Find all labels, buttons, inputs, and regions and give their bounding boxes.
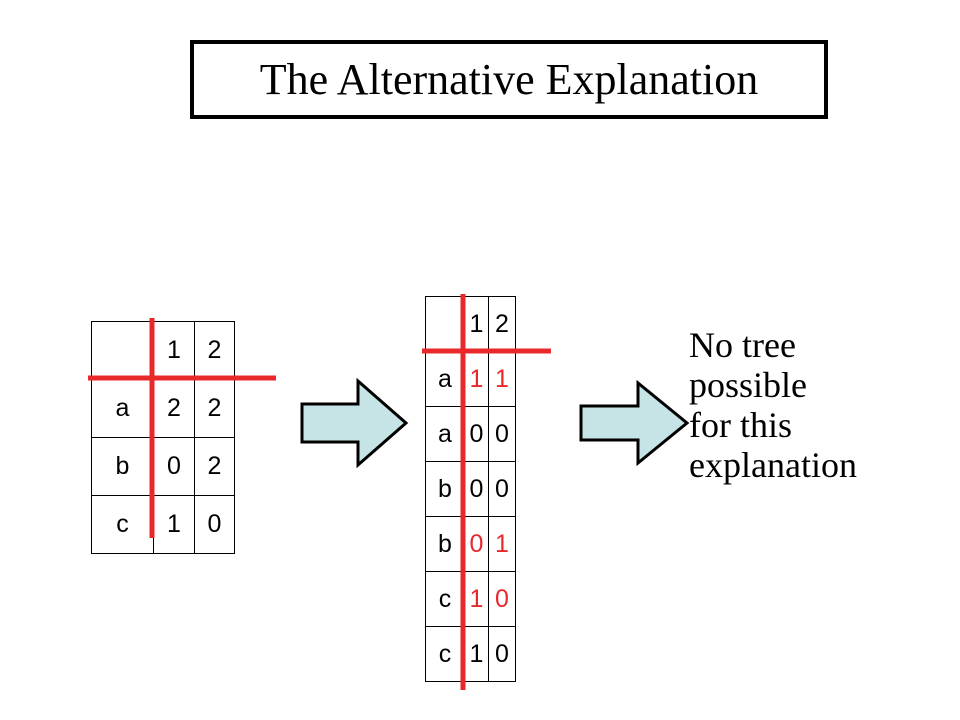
row-label: a (425, 406, 465, 462)
table-cell: 1 (464, 351, 489, 407)
table-cell: 1 (488, 351, 516, 407)
header-corner (425, 296, 465, 352)
table-cell: 1 (464, 626, 489, 682)
conclusion-line: explanation (689, 445, 857, 485)
table-row: b 0 1 (425, 516, 516, 572)
table-cell: 1 (488, 516, 516, 572)
row-label: c (91, 495, 154, 554)
table-cell: 0 (194, 495, 235, 554)
row-label: a (91, 379, 154, 438)
row-label: b (91, 437, 154, 496)
table-header-row: 1 2 (425, 296, 516, 352)
table-row: a 1 1 (425, 351, 516, 407)
expanded-matrix-table: 1 2 a 1 1 a 0 0 b 0 0 b 0 1 c 1 0 c 1 0 (425, 296, 516, 682)
table-row: a 2 2 (91, 379, 235, 438)
table-cell: 0 (464, 516, 489, 572)
table-cell: 0 (153, 437, 195, 496)
header-corner (91, 321, 154, 380)
table-row: a 0 0 (425, 406, 516, 462)
right-arrow-icon (579, 379, 690, 467)
table-cell: 1 (153, 495, 195, 554)
row-label: c (425, 571, 465, 627)
row-label: a (425, 351, 465, 407)
table-row: b 0 0 (425, 461, 516, 517)
table-row: c 1 0 (425, 571, 516, 627)
row-label: c (425, 626, 465, 682)
table-header-row: 1 2 (91, 321, 235, 380)
table-cell: 0 (464, 406, 489, 462)
table-row: b 0 2 (91, 437, 235, 496)
table-cell: 0 (488, 461, 516, 517)
conclusion-text: No tree possible for this explanation (689, 325, 857, 485)
header-cell: 1 (153, 321, 195, 380)
row-label: b (425, 461, 465, 517)
table-cell: 2 (194, 437, 235, 496)
table-cell: 0 (464, 461, 489, 517)
table-cell: 0 (488, 571, 516, 627)
table-row: c 1 0 (425, 626, 516, 682)
input-matrix-table: 1 2 a 2 2 b 0 2 c 1 0 (91, 321, 235, 554)
conclusion-line: No tree (689, 325, 796, 365)
header-cell: 1 (464, 296, 489, 352)
title-box: The Alternative Explanation (190, 40, 828, 119)
table-cell: 0 (488, 626, 516, 682)
row-label: b (425, 516, 465, 572)
table-row: c 1 0 (91, 495, 235, 554)
conclusion-line: for this (689, 405, 792, 445)
conclusion-line: possible (689, 365, 808, 405)
slide-title: The Alternative Explanation (259, 55, 759, 104)
table-cell: 2 (194, 379, 235, 438)
table-cell: 1 (464, 571, 489, 627)
header-cell: 2 (194, 321, 235, 380)
right-arrow-icon (300, 377, 409, 469)
table-cell: 2 (153, 379, 195, 438)
header-cell: 2 (488, 296, 516, 352)
table-cell: 0 (488, 406, 516, 462)
